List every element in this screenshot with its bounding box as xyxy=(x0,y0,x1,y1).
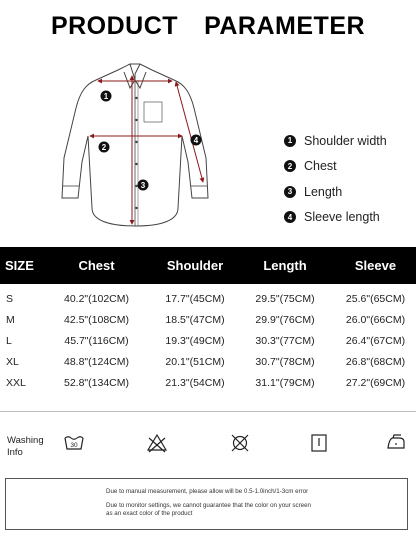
marker-2: 2 xyxy=(98,141,110,153)
cell-sleeve: 26.8"(68CM) xyxy=(345,355,406,368)
legend-item-chest: 2 Chest xyxy=(284,154,387,180)
cell-shoulder: 19.3"(49CM) xyxy=(165,334,225,347)
measurement-note-box: Due to manual measurement, please allow … xyxy=(5,478,408,530)
legend-number: 4 xyxy=(284,211,296,224)
wash-30-icon: 30 xyxy=(64,436,84,450)
title-word-1: PRODUCT xyxy=(50,12,179,40)
table-row: XXL 52.8"(134CM) 21.3"(54CM) 31.1"(79CM)… xyxy=(0,372,416,393)
note-line-2: Due to monitor settings, we cannot guara… xyxy=(106,502,311,509)
legend-label: Sleeve length xyxy=(304,210,380,225)
svg-text:30: 30 xyxy=(70,442,78,449)
svg-text:1: 1 xyxy=(104,92,109,101)
legend-item-shoulder: 1 Shoulder width xyxy=(284,128,387,154)
cell-shoulder: 18.5"(47CM) xyxy=(165,313,225,326)
hang-dry-icon xyxy=(311,434,327,452)
legend-item-sleeve: 4 Sleeve length xyxy=(284,205,387,231)
page-title: PRODUCT PARAMETER xyxy=(0,12,416,41)
title-word-2: PARAMETER xyxy=(204,12,366,40)
cell-size: L xyxy=(6,334,12,347)
cell-length: 29.9"(76CM) xyxy=(255,313,315,326)
cell-chest: 40.2"(102CM) xyxy=(63,292,129,305)
no-dry-clean-icon xyxy=(231,434,249,452)
washing-info-label: Washing Info xyxy=(7,435,44,458)
cell-shoulder: 21.3"(54CM) xyxy=(165,376,225,389)
legend-label: Chest xyxy=(304,159,337,174)
cell-length: 29.5"(75CM) xyxy=(255,292,315,305)
header-shoulder: Shoulder xyxy=(166,258,224,273)
svg-text:3: 3 xyxy=(141,181,146,190)
legend-number: 1 xyxy=(284,134,296,147)
header-length: Length xyxy=(263,258,307,273)
marker-4: 4 xyxy=(190,134,202,146)
marker-1: 1 xyxy=(100,90,112,102)
cell-chest: 42.5"(108CM) xyxy=(63,313,129,326)
cell-shoulder: 17.7"(45CM) xyxy=(165,292,225,305)
cell-chest: 52.8"(134CM) xyxy=(63,376,129,389)
svg-text:2: 2 xyxy=(102,143,107,152)
cell-chest: 48.8"(124CM) xyxy=(63,355,129,368)
cell-sleeve: 25.6"(65CM) xyxy=(345,292,406,305)
legend-item-length: 3 Length xyxy=(284,179,387,205)
section-divider xyxy=(0,411,416,412)
sleeve-measure-line xyxy=(174,81,205,183)
cell-length: 30.7"(78CM) xyxy=(255,355,315,368)
header-size: SIZE xyxy=(5,258,34,273)
svg-text:4: 4 xyxy=(194,136,199,145)
size-table: SIZE Chest Shoulder Length Sleeve S 40.2… xyxy=(0,247,416,393)
cell-shoulder: 20.1"(51CM) xyxy=(165,355,225,368)
iron-low-icon xyxy=(387,434,405,449)
table-row: XL 48.8"(124CM) 20.1"(51CM) 30.7"(78CM) … xyxy=(0,351,416,372)
measurement-legend: 1 Shoulder width 2 Chest 3 Length 4 Slee… xyxy=(284,128,387,230)
cell-chest: 45.7"(116CM) xyxy=(64,334,129,347)
cell-sleeve: 26.4"(67CM) xyxy=(345,334,406,347)
cell-length: 31.1"(79CM) xyxy=(255,376,315,389)
cell-size: XL xyxy=(6,355,19,368)
marker-3: 3 xyxy=(137,179,149,191)
cell-sleeve: 27.2"(69CM) xyxy=(345,376,406,389)
legend-label: Shoulder width xyxy=(304,133,387,148)
shirt-diagram: 1 2 3 4 xyxy=(61,63,209,227)
table-row: L 45.7"(116CM) 19.3"(49CM) 30.3"(77CM) 2… xyxy=(0,330,416,351)
table-row: S 40.2"(102CM) 17.7"(45CM) 29.5"(75CM) 2… xyxy=(0,288,416,309)
cell-size: XXL xyxy=(6,376,26,389)
cell-length: 30.3"(77CM) xyxy=(255,334,315,347)
cell-sleeve: 26.0"(66CM) xyxy=(345,313,406,326)
legend-label: Length xyxy=(304,184,343,199)
cell-size: S xyxy=(6,292,14,305)
no-bleach-icon xyxy=(146,433,168,453)
header-chest: Chest xyxy=(78,258,115,273)
legend-number: 2 xyxy=(284,160,296,173)
legend-number: 3 xyxy=(284,185,296,198)
cell-size: M xyxy=(6,313,15,326)
table-row: M 42.5"(108CM) 18.5"(47CM) 29.9"(76CM) 2… xyxy=(0,309,416,330)
size-table-header: SIZE Chest Shoulder Length Sleeve xyxy=(0,247,416,284)
header-sleeve: Sleeve xyxy=(354,258,397,273)
note-line-1: Due to manual measurement, please allow … xyxy=(106,488,309,495)
note-line-3: as an exact color of the product xyxy=(106,510,193,517)
